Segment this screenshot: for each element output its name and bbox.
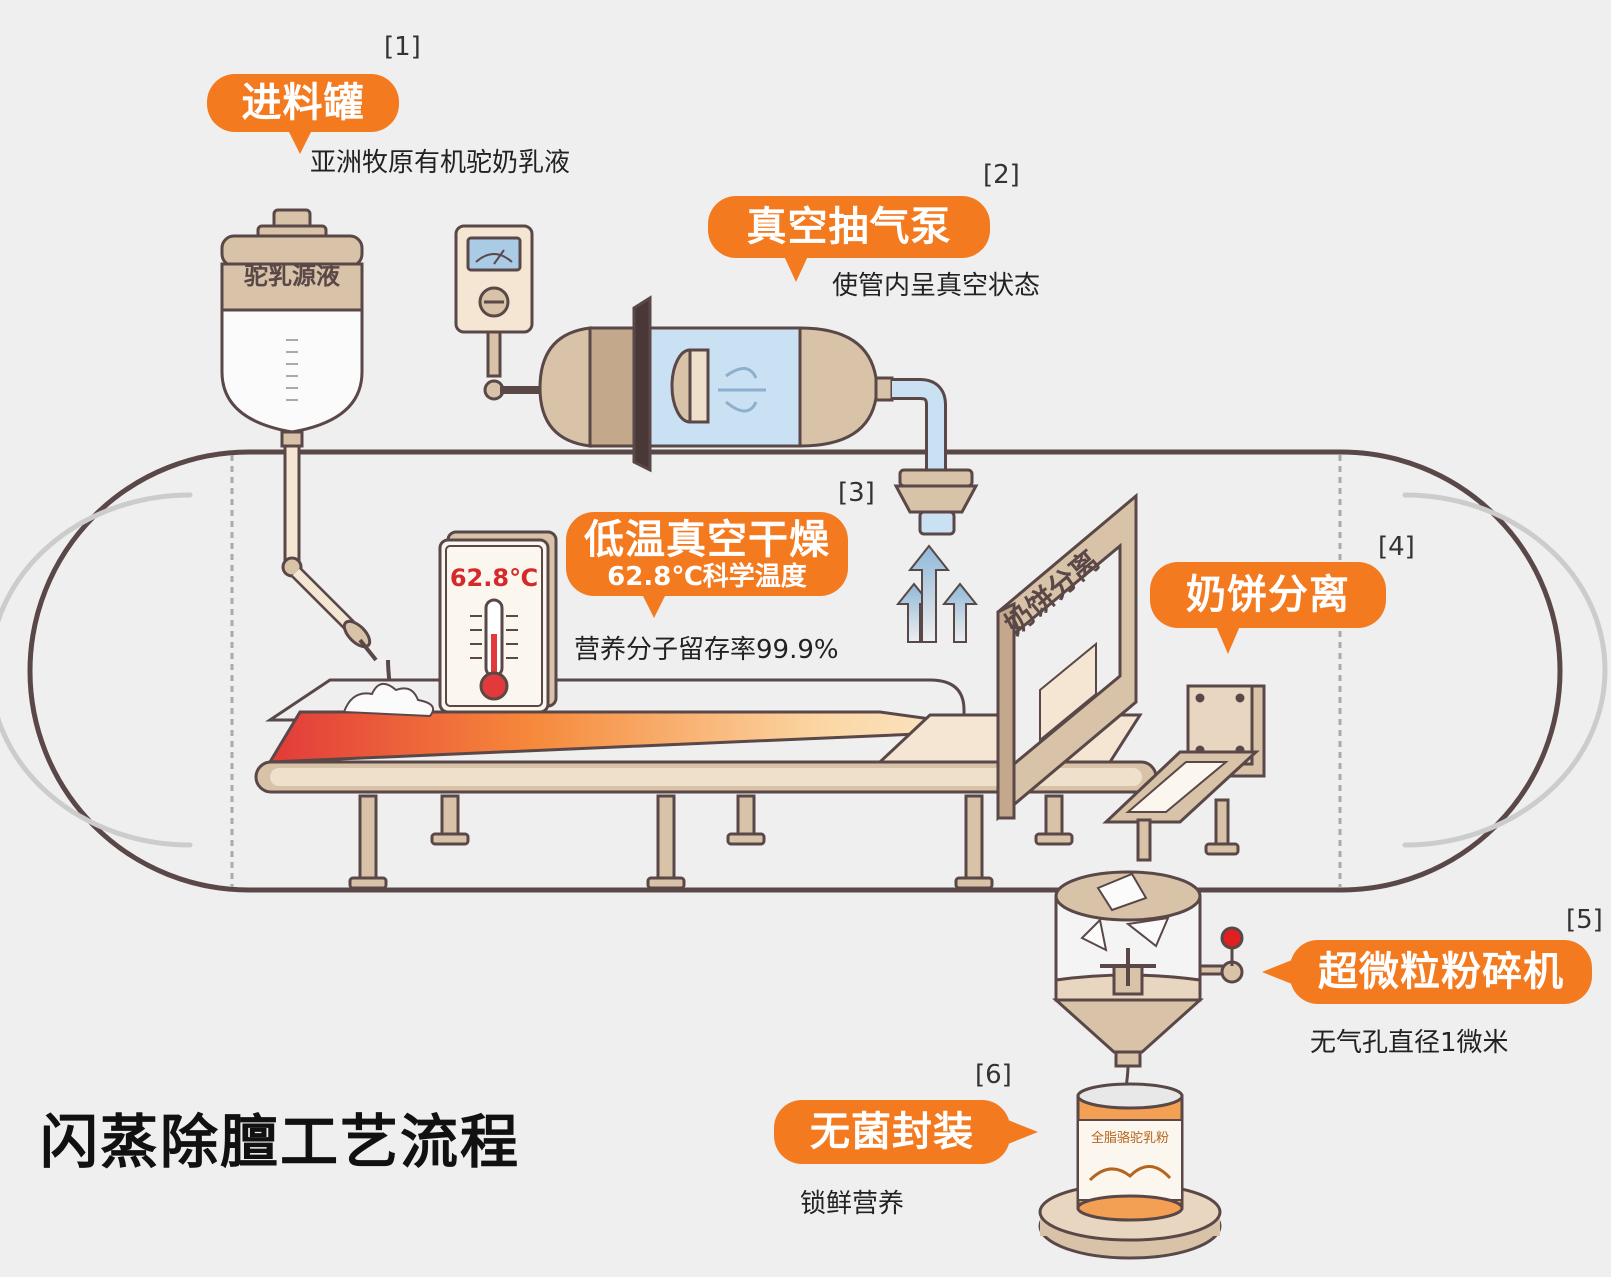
step-2-label: 真空抽气泵 bbox=[746, 204, 952, 250]
grinder bbox=[1052, 870, 1244, 1068]
milk-powder-can bbox=[1038, 1082, 1222, 1260]
step-1-label: 进料罐 bbox=[241, 80, 365, 126]
step-6-desc: 锁鲜营养 bbox=[800, 1189, 905, 1219]
step-4-label: 奶饼分离 bbox=[1186, 572, 1350, 618]
step-5-label: 超微粒粉碎机 bbox=[1318, 949, 1564, 995]
step-2-badge: 真空抽气泵 bbox=[708, 196, 990, 258]
tank-label: 驼乳源液 bbox=[244, 262, 340, 290]
step-1-desc: 亚洲牧原有机驼奶乳液 bbox=[310, 148, 571, 178]
feed-tank bbox=[220, 208, 393, 706]
step-4-number: [4] bbox=[1378, 532, 1415, 562]
thermometer-display bbox=[438, 530, 558, 714]
milk-splash bbox=[342, 683, 434, 718]
step-3-label: 低温真空干燥 bbox=[584, 517, 830, 563]
step-2-number: [2] bbox=[983, 160, 1020, 190]
thermometer-reading: 62.8℃ bbox=[450, 564, 538, 592]
step-1-number: [1] bbox=[384, 32, 421, 62]
separation-ramp bbox=[1102, 684, 1266, 862]
conveyor bbox=[254, 678, 1158, 890]
step-1-pointer bbox=[288, 130, 312, 154]
can-label: 全脂骆驼乳粉 bbox=[1091, 1130, 1169, 1146]
step-3-pointer bbox=[642, 594, 666, 618]
step-3-desc: 营养分子留存率99.9% bbox=[574, 635, 839, 665]
step-6-number: [6] bbox=[975, 1060, 1012, 1090]
step-4-badge: 奶饼分离 bbox=[1150, 562, 1386, 628]
vacuum-pump bbox=[538, 295, 894, 473]
air-pipe bbox=[892, 378, 979, 536]
step-5-number: [5] bbox=[1566, 905, 1603, 935]
page-title: 闪蒸除膻工艺流程 bbox=[40, 1108, 521, 1176]
vacuum-gauge bbox=[454, 224, 560, 401]
vapor-arrows bbox=[895, 544, 979, 643]
step-3-number: [3] bbox=[838, 478, 875, 508]
step-6-pointer bbox=[1008, 1120, 1038, 1144]
step-1-badge: 进料罐 bbox=[207, 74, 399, 132]
step-4-pointer bbox=[1216, 626, 1240, 654]
separator-frame bbox=[996, 492, 1138, 822]
step-5-pointer bbox=[1262, 960, 1292, 984]
step-3-badge: 低温真空干燥 62.8℃科学温度 bbox=[566, 512, 848, 596]
step-3-sublabel: 62.8℃科学温度 bbox=[607, 562, 807, 592]
step-5-badge: 超微粒粉碎机 bbox=[1290, 940, 1592, 1004]
step-6-badge: 无菌封装 bbox=[774, 1100, 1010, 1164]
step-2-pointer bbox=[784, 256, 808, 282]
step-6-label: 无菌封装 bbox=[810, 1109, 974, 1155]
step-2-desc: 使管内呈真空状态 bbox=[832, 271, 1041, 301]
step-5-desc: 无气孔直径1微米 bbox=[1310, 1028, 1509, 1058]
tank-scale-marks bbox=[286, 339, 298, 401]
